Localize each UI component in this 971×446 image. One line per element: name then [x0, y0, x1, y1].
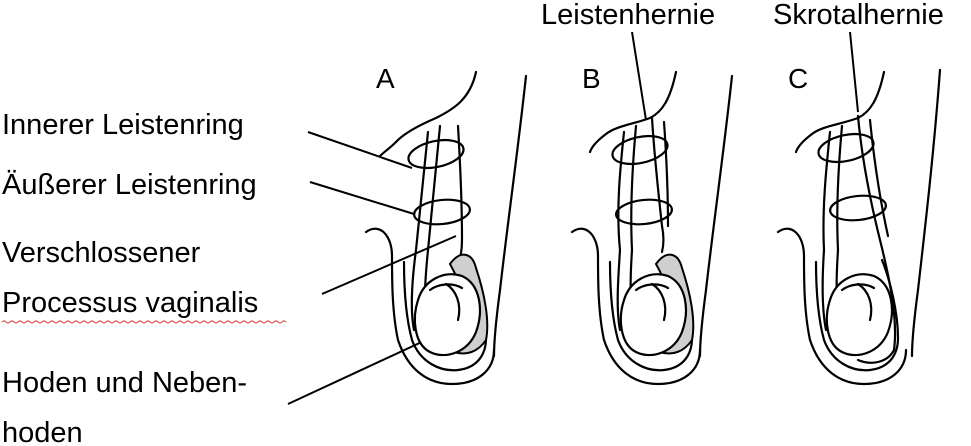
panel-label-c: C — [788, 63, 808, 94]
panel-label-a: A — [376, 63, 395, 94]
label-closed-pv-line2: Processus vaginalis — [2, 287, 258, 319]
pointer-scrotal-hernia — [849, 31, 859, 113]
panel-b-drawing — [570, 70, 734, 386]
panel-a-drawing — [364, 70, 528, 386]
label-scrotal-hernia: Skrotalhernie — [773, 0, 944, 31]
label-testis-line2: hoden — [2, 417, 83, 446]
pointer-testis — [287, 339, 427, 405]
label-inguinal-hernia: Leistenhernie — [541, 0, 715, 31]
spellcheck-underline — [1, 320, 287, 324]
label-outer-ring: Äußerer Leistenring — [2, 169, 257, 201]
pointer-inner-ring — [307, 131, 413, 169]
label-testis-line1: Hoden und Neben- — [2, 367, 247, 399]
label-inner-ring: Innerer Leistenring — [2, 109, 244, 141]
label-closed-pv-line1: Verschlossener — [2, 237, 201, 269]
panel-c-drawing — [776, 68, 942, 386]
pointer-closed-pv — [321, 235, 457, 295]
pointer-outer-ring — [309, 181, 415, 215]
pointer-inguinal-hernia — [631, 31, 647, 121]
panel-label-b: B — [582, 63, 601, 94]
